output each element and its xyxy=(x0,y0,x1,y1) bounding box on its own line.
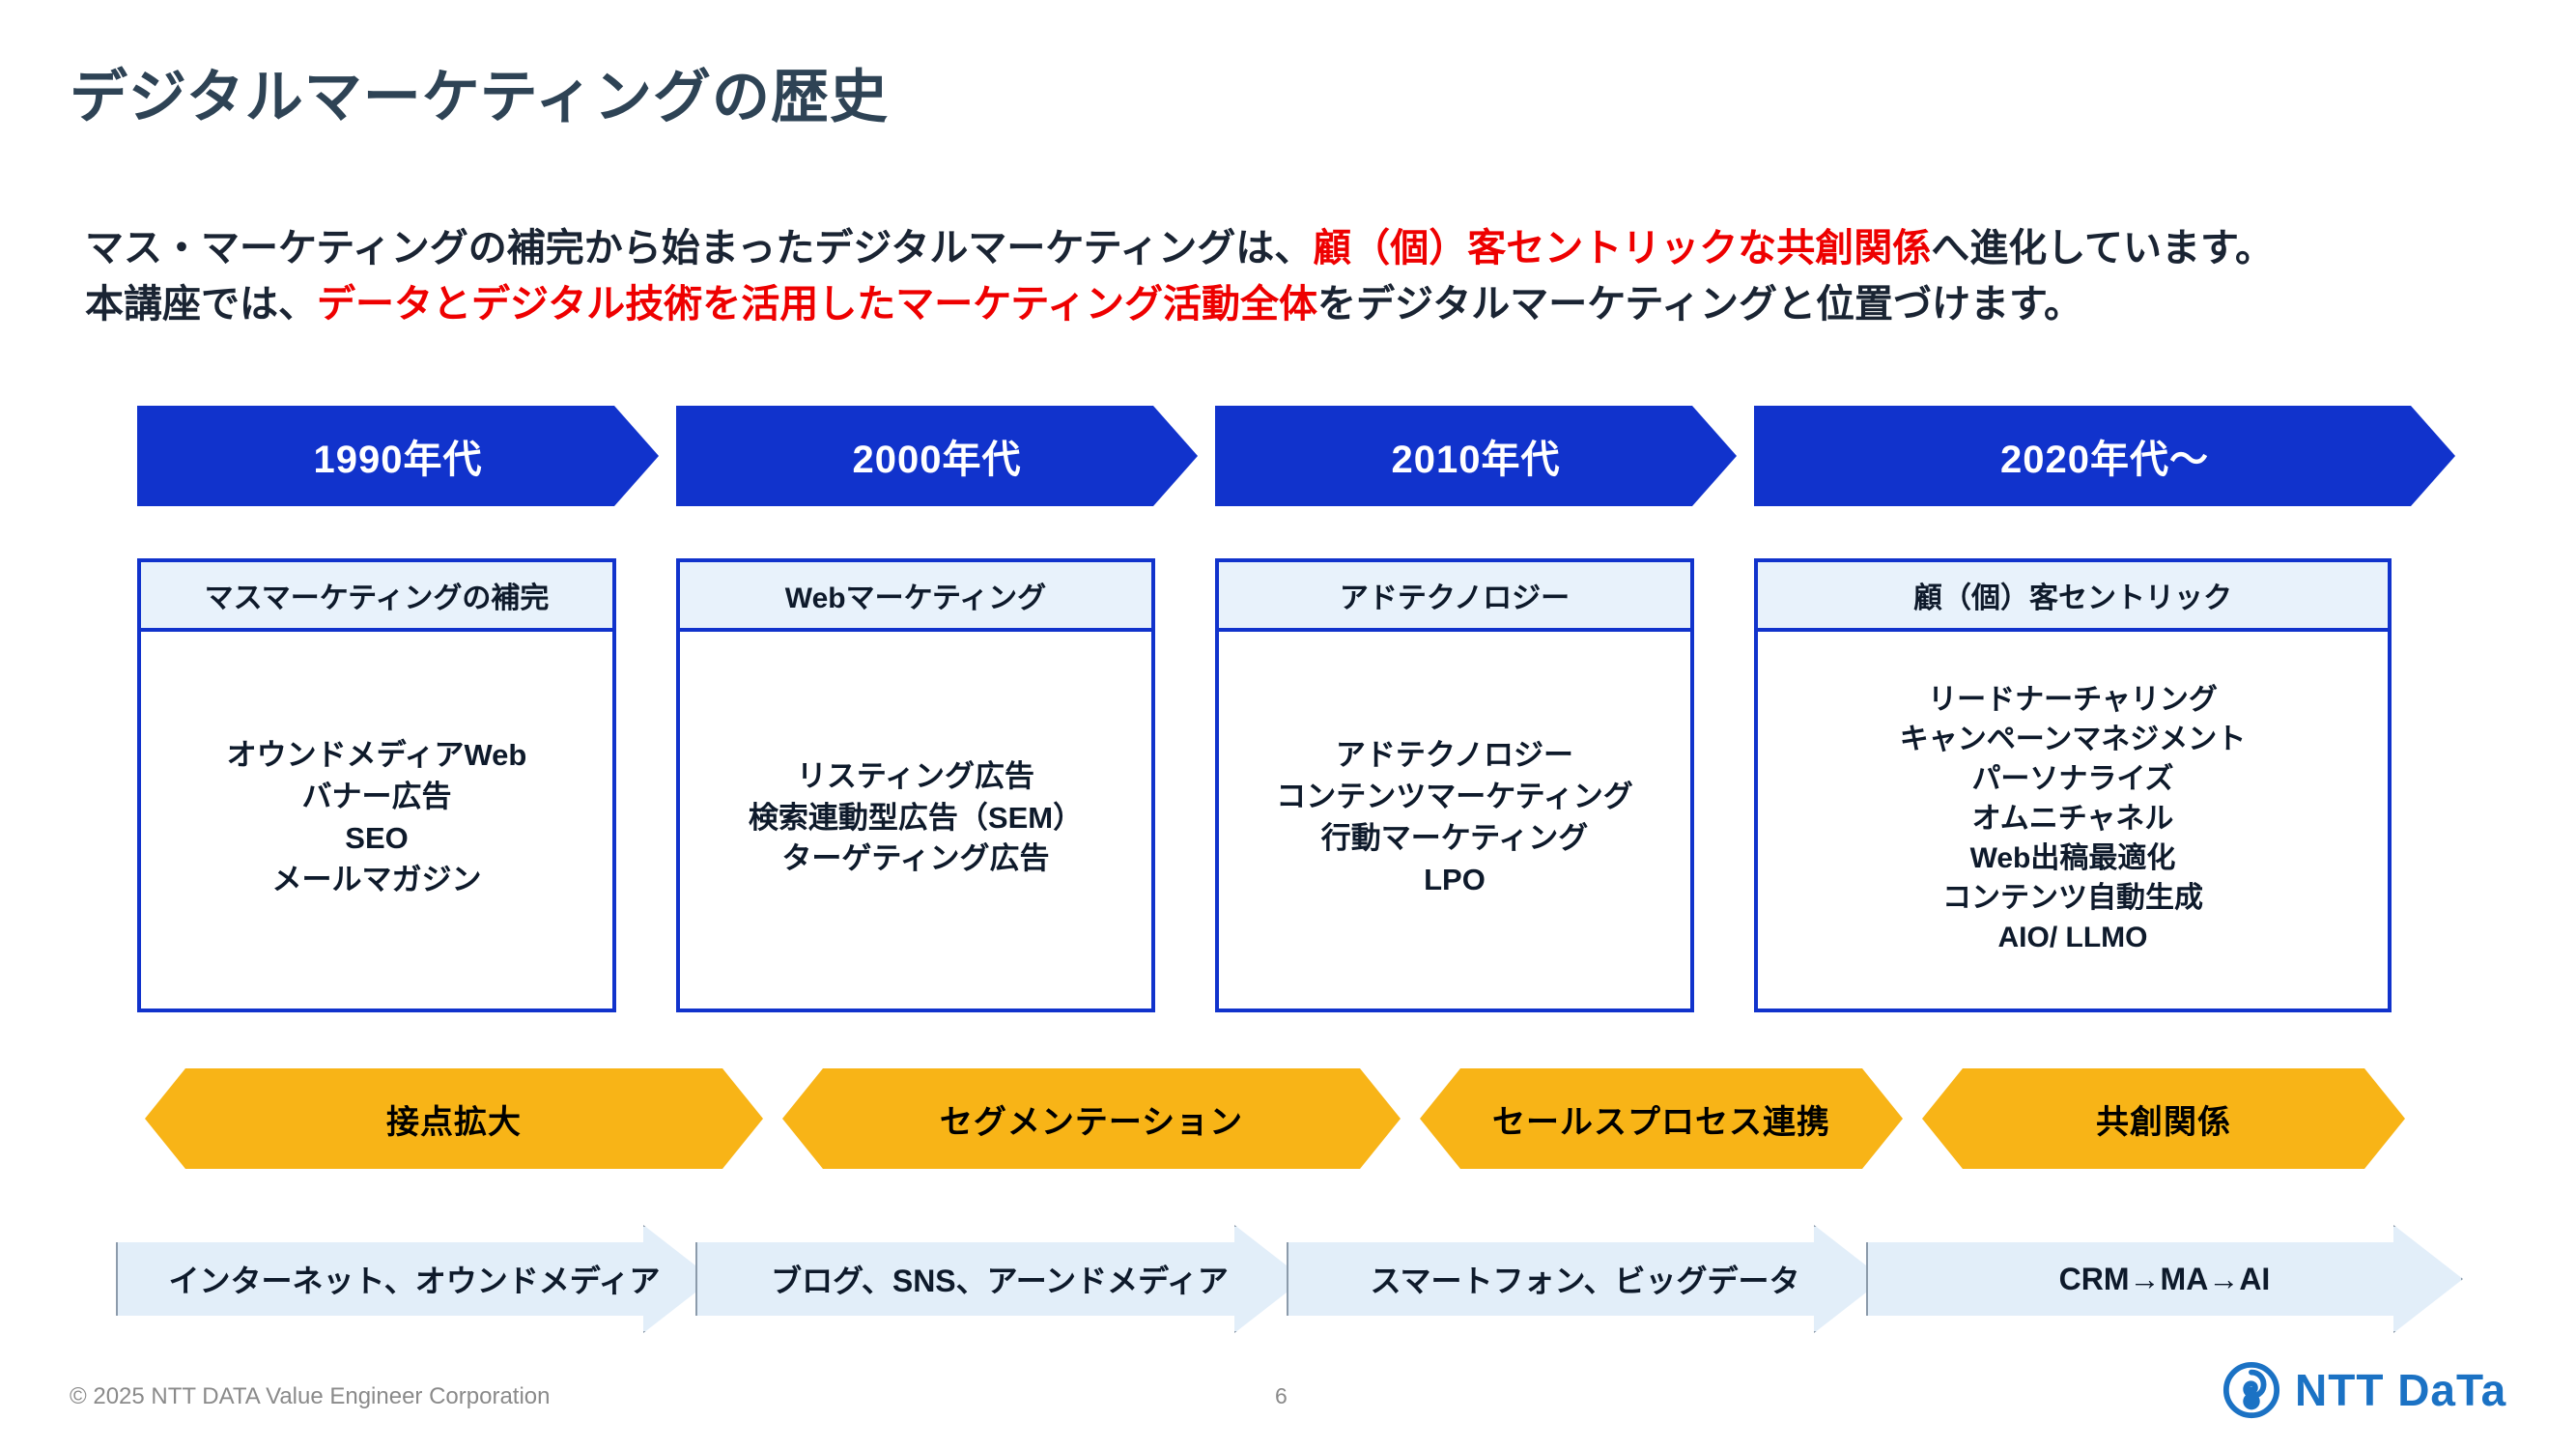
theme-hexagon-4: 共創関係 xyxy=(1922,1068,2405,1169)
technology-band: インターネット、オウンドメディア ブログ、SNS、アーンドメディア スマートフォ… xyxy=(116,1225,2463,1333)
lead-line-1-highlight: 顧（個）客セントリックな共創関係 xyxy=(1313,227,1932,270)
list-item: 検索連動型広告（SEM） xyxy=(748,800,1084,835)
theme-hexagon-3: セールスプロセス連携 xyxy=(1420,1068,1903,1169)
lead-line-2-plain-a: 本講座では、 xyxy=(85,283,317,326)
list-item: キャンペーンマネジメント xyxy=(1899,723,2247,755)
era-chevron-2010s: 2010年代 xyxy=(1215,406,1737,506)
lead-line-2-highlight: データとデジタル技術を活用したマーケティング活動全体 xyxy=(317,283,1317,326)
era-chevron-1990s: 1990年代 xyxy=(137,406,659,506)
content-column-3: アドテクノロジー アドテクノロジー コンテンツマーケティング 行動マーケティング… xyxy=(1215,558,1694,1012)
list-item: コンテンツマーケティング xyxy=(1276,780,1633,814)
list-item: オウンドメディアWeb xyxy=(226,738,527,773)
technology-arrow-3: スマートフォン、ビッグデータ xyxy=(1287,1225,1883,1333)
era-chevron-2000s: 2000年代 xyxy=(676,406,1198,506)
list-item: リードナーチャリング xyxy=(1928,683,2218,716)
content-column-1: マスマーケティングの補完 オウンドメディアWeb バナー広告 SEO メールマガ… xyxy=(137,558,616,1012)
list-item: ターゲティング広告 xyxy=(781,841,1050,876)
list-item: メールマガジン xyxy=(271,862,482,896)
column-4-body: リードナーチャリング キャンペーンマネジメント パーソナライズ オムニチャネル … xyxy=(1758,632,2388,1005)
theme-band: 接点拡大 セグメンテーション セールスプロセス連携 共創関係 xyxy=(145,1068,2463,1169)
list-item: SEO xyxy=(345,821,409,855)
lead-paragraph: マス・マーケティングの補完から始まったデジタルマーケティングは、顧（個）客セント… xyxy=(85,220,2519,332)
technology-arrow-1: インターネット、オウンドメディア xyxy=(116,1225,713,1333)
ntt-data-circle-icon xyxy=(2222,1360,2281,1420)
page-number: 6 xyxy=(1275,1383,1288,1408)
ntt-data-logo: NTT DaTa xyxy=(2222,1360,2506,1420)
lead-line-1-plain-b: へ進化しています。 xyxy=(1931,227,2275,270)
list-item: パーソナライズ xyxy=(1971,762,2174,795)
list-item: リスティング広告 xyxy=(796,758,1035,793)
content-column-4: 顧（個）客セントリック リードナーチャリング キャンペーンマネジメント パーソナ… xyxy=(1754,558,2392,1012)
technology-arrow-2: ブログ、SNS、アーンドメディア xyxy=(695,1225,1304,1333)
era-timeline-band: 1990年代 2000年代 2010年代 2020年代〜 xyxy=(137,406,2455,506)
era-chevron-2020s: 2020年代〜 xyxy=(1754,406,2455,506)
page-title: デジタルマーケティングの歴史 xyxy=(70,65,889,129)
list-item: バナー広告 xyxy=(301,780,452,814)
technology-arrow-4: CRM→MA→AI xyxy=(1866,1225,2463,1333)
lead-line-2-plain-b: をデジタルマーケティングと位置づけます。 xyxy=(1317,283,2082,326)
column-1-body: オウンドメディアWeb バナー広告 SEO メールマガジン xyxy=(141,632,612,1005)
lead-line-1-plain-a: マス・マーケティングの補完から始まったデジタルマーケティングは、 xyxy=(85,227,1314,270)
list-item: LPO xyxy=(1424,862,1486,896)
list-item: オムニチャネル xyxy=(1971,802,2174,835)
column-2-header: Webマーケティング xyxy=(680,562,1151,632)
ntt-data-wordmark: NTT DaTa xyxy=(2295,1365,2507,1415)
column-2-body: リスティング広告 検索連動型広告（SEM） ターゲティング広告 xyxy=(680,632,1151,1005)
list-item: アドテクノロジー xyxy=(1335,738,1574,773)
column-1-header: マスマーケティングの補完 xyxy=(141,562,612,632)
theme-hexagon-1: 接点拡大 xyxy=(145,1068,763,1169)
list-item: AIO/ LLMO xyxy=(1997,921,2148,953)
list-item: Web出稿最適化 xyxy=(1969,841,2176,874)
copyright-text: © 2025 NTT DATA Value Engineer Corporati… xyxy=(70,1383,551,1409)
list-item: コンテンツ自動生成 xyxy=(1942,881,2203,914)
lead-line-1: マス・マーケティングの補完から始まったデジタルマーケティングは、顧（個）客セント… xyxy=(85,220,2519,276)
list-item: 行動マーケティング xyxy=(1320,821,1589,855)
column-3-body: アドテクノロジー コンテンツマーケティング 行動マーケティング LPO xyxy=(1219,632,1690,1005)
lead-line-2: 本講座では、データとデジタル技術を活用したマーケティング活動全体をデジタルマーケ… xyxy=(85,276,2519,332)
column-4-header: 顧（個）客セントリック xyxy=(1758,562,2388,632)
column-3-header: アドテクノロジー xyxy=(1219,562,1690,632)
content-column-2: Webマーケティング リスティング広告 検索連動型広告（SEM） ターゲティング… xyxy=(676,558,1155,1012)
theme-hexagon-2: セグメンテーション xyxy=(782,1068,1401,1169)
